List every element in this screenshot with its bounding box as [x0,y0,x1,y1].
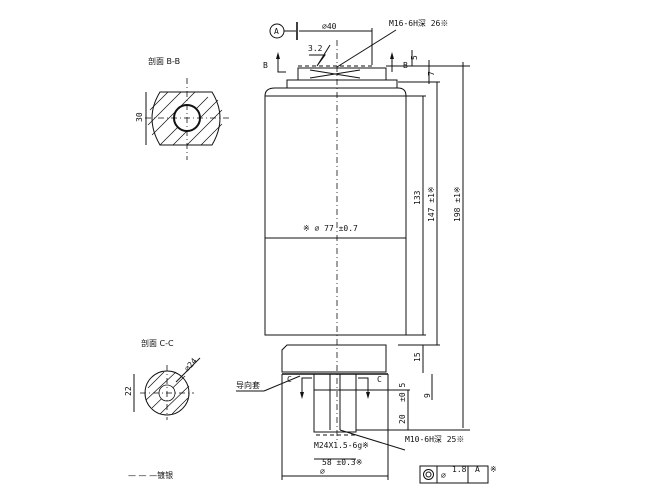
dim-22: 22 [124,386,133,396]
guide-sleeve-label: 导向套 [236,380,260,390]
tol-dia: ⌀ [441,471,446,480]
dim-20: 20 [398,414,407,424]
interrupter-body: ※ ⌀ 77 ±0.7 133 147 ±1※ 198 ±1※ 15 [264,40,464,440]
datum-a-label: A [274,27,279,36]
roughness-value: 3.2 [308,44,323,53]
dim-9: 9 [423,393,432,398]
legend-silver-plating: — — —镀银 [128,470,173,480]
dim-58: 58 ±0.3※ [322,458,362,467]
tol-datum: A [475,465,480,474]
dim-bottom-dia: ⌀ [320,467,325,476]
roughness-symbol [309,44,331,67]
ceramic-cylinder [264,87,407,336]
tol-value: 1.8 [452,465,467,474]
thread-callout-m16: M16-6H深 26※ [389,19,448,28]
section-mark-c-left: C [287,375,292,384]
dim-198: 198 ±1※ [453,186,462,222]
section-b-b: 剖面 B-B 30 [135,56,230,160]
thread-callout-m24: M24X1.5-6g※ [314,441,369,450]
top-terminal: A ⌀40 M16-6H深 26※ 3.2 B B 5 7 [263,19,470,84]
thread-callout-m10: M10-6H深 25※ [405,435,464,444]
dim-dia-77: ※ ⌀ 77 ±0.7 [303,224,358,233]
section-mark-c-right: C [377,375,382,384]
dim-5: 5 [410,55,419,60]
dim-147: 147 ±1※ [427,186,436,222]
geometric-tolerance-frame: ⌀ 1.8 A ※ [419,465,497,484]
dim-30: 30 [135,112,144,122]
section-b-b-title-text: 剖面 B-B [148,56,180,66]
section-mark-b-left: B [263,61,268,70]
dim-7: 7 [427,71,436,76]
bottom-terminal: 导向套 C C 20 ±0.5 9 M24X1.5-6g※ M10-6H深 25… [236,344,497,484]
dim-15: 15 [413,352,422,362]
section-c-c: 剖面 C-C 22 ⌀24 [124,338,201,420]
section-c-c-title: 剖面 C-C [141,338,174,348]
dim-133: 133 [413,190,422,205]
tol-mark: ※ [490,465,497,474]
dim-tol-05: ±0.5 [398,383,407,402]
section-b-b-outline [151,91,221,146]
dim-dia-24: ⌀24 [183,356,199,373]
dim-dia-40: ⌀40 [322,22,337,31]
